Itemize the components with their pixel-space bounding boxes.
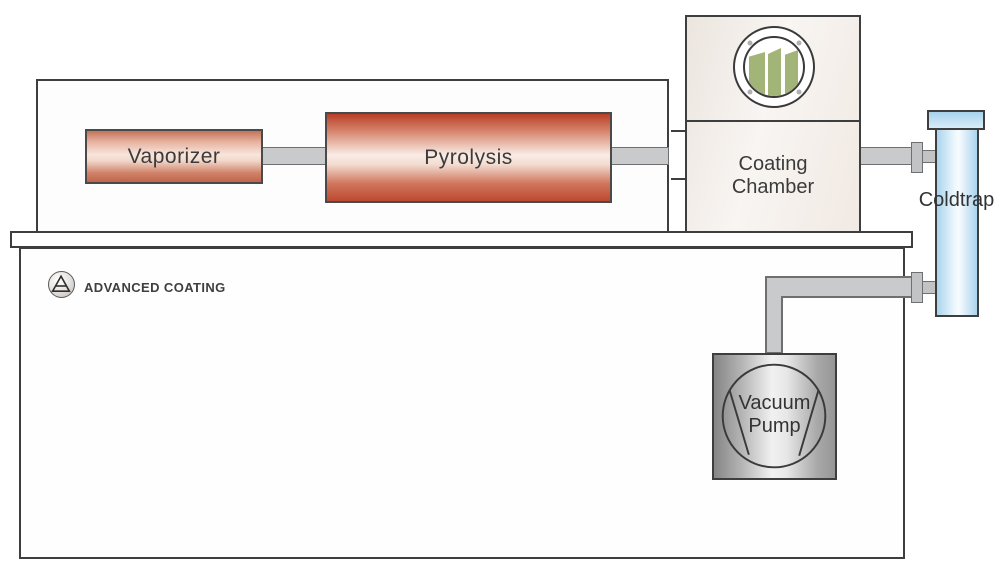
coating-chamber: Coating Chamber: [685, 15, 861, 233]
brand-logo-icon: [48, 271, 75, 298]
coating-chamber-top: [687, 17, 859, 122]
vaporizer-cylinder: Vaporizer: [85, 129, 263, 184]
pipe-pyrolysis-chamber: [610, 147, 669, 165]
pipe-chamber-coldtrap: [859, 147, 913, 165]
coating-chamber-label-line2: Chamber: [731, 176, 815, 198]
shelf: [10, 231, 913, 248]
bolt-icon: [796, 40, 802, 46]
pipe-vaporizer-pyrolysis: [261, 147, 327, 165]
housing-chamber-connector: [671, 130, 685, 180]
bolt-icon: [796, 89, 802, 95]
porthole-window: [733, 26, 815, 108]
triangle-a-icon: [51, 274, 71, 292]
vaporizer-label: Vaporizer: [127, 144, 221, 168]
brand-name: ADVANCED COATING: [84, 280, 226, 295]
pump-pipe-flange: [911, 272, 923, 303]
coldtrap-cylinder: [935, 128, 979, 317]
pump-rotor-icon: [721, 363, 827, 469]
substrate-bar-icon: [768, 48, 781, 96]
vacuum-pump-label-line1: Vacuum: [738, 391, 811, 414]
pump-pipe: [765, 276, 913, 354]
vacuum-pump-label-line2: Pump: [748, 414, 801, 437]
substrate-bar-icon: [785, 50, 798, 96]
coating-chamber-label-line1: Coating: [738, 153, 808, 175]
coldtrap-label: Coldtrap: [918, 189, 995, 211]
coating-chamber-label: Coating Chamber: [687, 153, 859, 199]
pyrolysis-cylinder: Pyrolysis: [325, 112, 612, 203]
substrate-bar-icon: [749, 52, 765, 96]
pyrolysis-label: Pyrolysis: [424, 145, 513, 169]
porthole-glass: [743, 36, 805, 98]
coating-chamber-bottom: Coating Chamber: [687, 122, 859, 231]
coldtrap-cap: [927, 110, 985, 130]
coldtrap-flange: [911, 142, 923, 173]
vacuum-pump-label: Vacuum Pump: [714, 392, 835, 438]
vacuum-pump: Vacuum Pump: [712, 353, 837, 480]
bolt-icon: [747, 40, 753, 46]
